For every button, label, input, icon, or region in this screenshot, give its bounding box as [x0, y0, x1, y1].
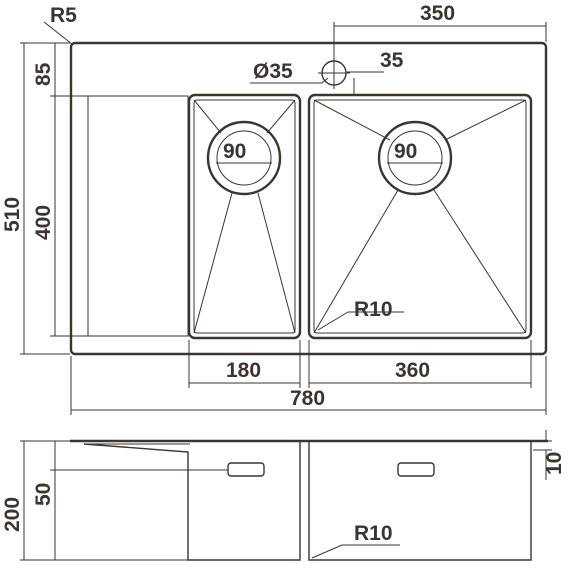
side-view: 10 50 200 R10	[1, 430, 566, 561]
large-drain-label: 90	[394, 140, 417, 163]
small-drain	[206, 120, 282, 196]
small-overflow	[227, 462, 265, 477]
width-350-label: 350	[420, 2, 455, 25]
inner-radius-label: R10	[354, 298, 393, 321]
tap-hole-diameter-label: Ø35	[253, 60, 293, 83]
bottom-radius-label: R10	[354, 522, 393, 545]
small-bowl	[187, 93, 302, 340]
large-bowl-width-label: 360	[395, 359, 430, 382]
small-bowl-width-label: 180	[226, 359, 261, 382]
overflow-height-label: 50	[32, 483, 55, 506]
rim-height-label: 10	[543, 452, 566, 475]
total-height-label: 200	[1, 497, 24, 532]
tap-hole-offset-label: 35	[380, 49, 404, 72]
large-bowl	[307, 93, 533, 340]
bowl-depth-label: 400	[32, 205, 55, 240]
top-view: R5 350 Ø35 35 90 90 R10 180 360 780 85 5…	[1, 2, 548, 415]
drainboard	[87, 95, 189, 337]
overall-depth-label: 510	[1, 197, 24, 232]
large-drain	[377, 120, 453, 196]
overall-width-label: 780	[290, 387, 325, 410]
corner-radius-label: R5	[50, 4, 77, 27]
edge-offset-label: 85	[32, 62, 55, 86]
small-drain-label: 90	[223, 140, 246, 163]
large-overflow	[397, 462, 435, 477]
